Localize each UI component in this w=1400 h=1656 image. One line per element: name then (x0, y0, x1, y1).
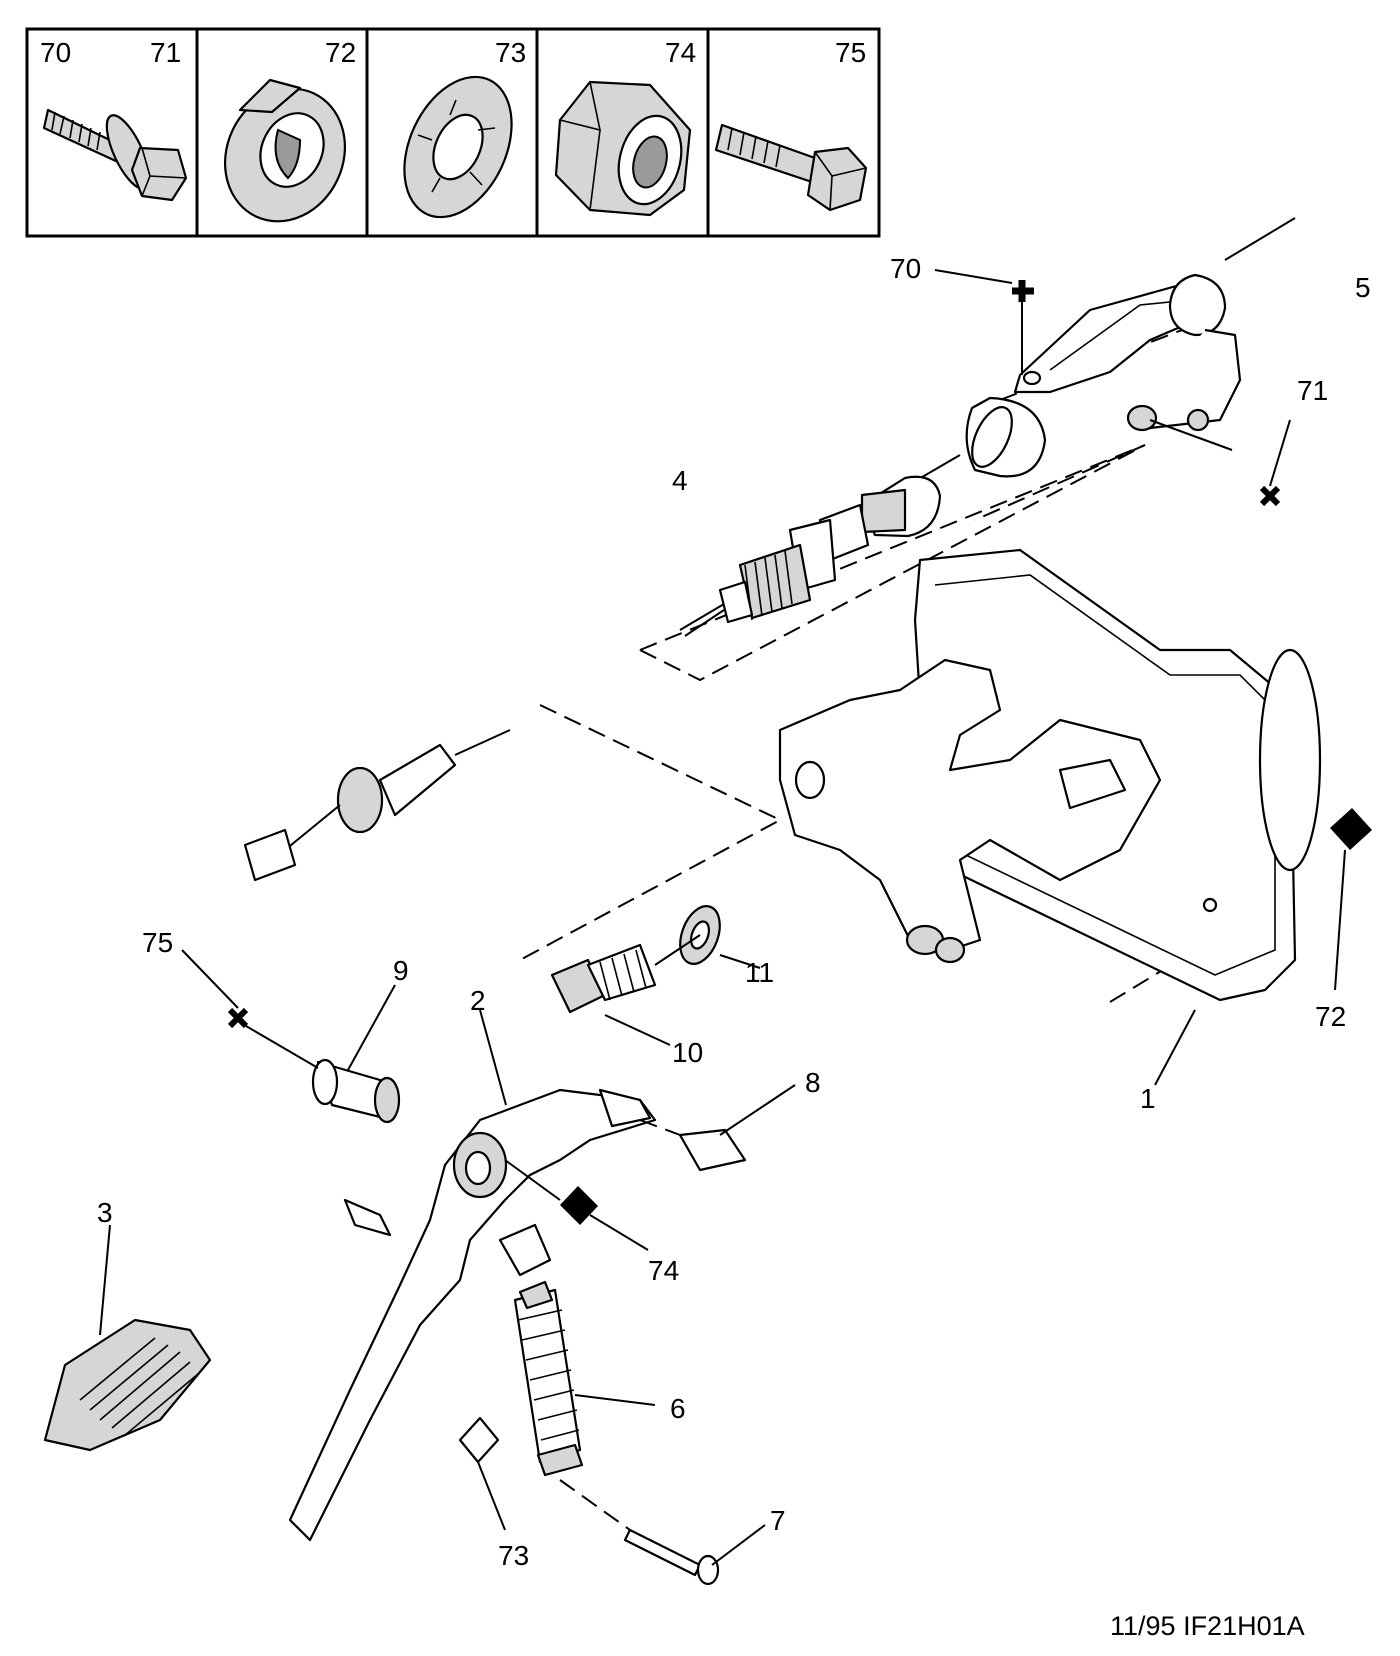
callout-72: 72 (1315, 1001, 1346, 1032)
callout-70: 70 (890, 253, 921, 284)
panel-label-74: 74 (665, 37, 696, 68)
pedal-pad (43, 1224, 212, 1452)
square-marker-73 (458, 1416, 506, 1531)
callout-8: 8 (805, 1067, 821, 1098)
callout-1: 1 (1140, 1083, 1156, 1114)
callout-73: 73 (498, 1540, 529, 1571)
cable-support (1013, 217, 1296, 451)
hex-bolt-icon (714, 123, 868, 212)
square-marker-74 (504, 1159, 649, 1251)
callout-7: 7 (770, 1505, 786, 1536)
adjuster (550, 934, 701, 1046)
callout-2: 2 (470, 985, 486, 1016)
pivot-spacer (311, 984, 401, 1124)
cross-marker-75 (181, 949, 319, 1069)
spring-pin (559, 1479, 766, 1586)
callout-5: 5 (1355, 272, 1371, 303)
lock-nut-icon (554, 80, 692, 217)
labels: 70 71 72 73 74 75 70 5 71 4 11 10 72 1 7… (40, 37, 1371, 1641)
callout-71: 71 (1297, 375, 1328, 406)
panel-label-72: 72 (325, 37, 356, 68)
callout-10: 10 (672, 1037, 703, 1068)
cross-marker-71 (1259, 419, 1291, 507)
panel-label-70: 70 (40, 37, 71, 68)
clip (639, 1084, 796, 1172)
callout-4: 4 (672, 465, 688, 496)
cable-end (243, 729, 511, 882)
callout-3: 3 (97, 1197, 113, 1228)
panel-label-73: 73 (495, 37, 526, 68)
cross-marker-70 (934, 269, 1034, 375)
callout-74: 74 (648, 1255, 679, 1286)
clutch-cable (679, 396, 1047, 637)
drawing-reference: 11/95 IF21H01A (1110, 1611, 1305, 1641)
callout-11: 11 (745, 957, 774, 988)
fastener-panel-strip (25, 27, 881, 238)
pedal-lever (288, 1009, 657, 1542)
panel-label-75: 75 (835, 37, 866, 68)
callout-75: 75 (142, 927, 173, 958)
return-spring (513, 1280, 656, 1477)
star-lock-washer-icon (403, 75, 513, 219)
panel-label-71: 71 (150, 37, 181, 68)
flanged-bushing-icon (223, 78, 347, 223)
square-marker-72 (1330, 808, 1372, 991)
callout-9: 9 (393, 955, 409, 986)
pedal-bracket (778, 548, 1322, 1086)
bolt-with-washer-icon (42, 108, 188, 202)
callout-6: 6 (670, 1393, 686, 1424)
